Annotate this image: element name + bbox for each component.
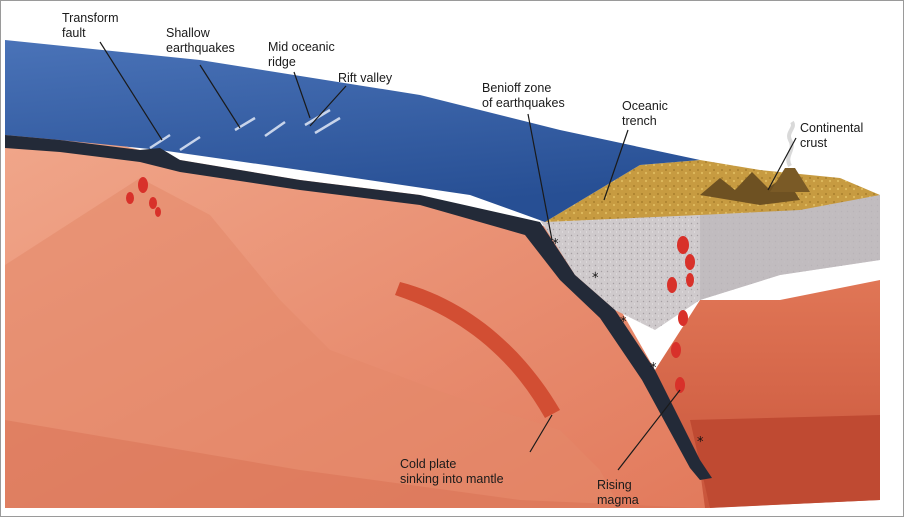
label-benioff-zone-l2: of earthquakes (482, 96, 565, 110)
svg-text:*: * (552, 237, 559, 252)
label-shallow-earthquakes-l2: earthquakes (166, 41, 235, 55)
label-benioff-zone: Benioff zone of earthquakes (482, 81, 565, 110)
svg-text:*: * (620, 315, 627, 330)
label-transform-fault-l2: fault (62, 26, 86, 40)
label-rising-magma: Rising magma (597, 478, 639, 507)
label-continental-crust: Continental crust (800, 121, 867, 150)
label-rift-valley-l1: Rift valley (338, 71, 393, 85)
label-transform-fault-l1: Transform (62, 11, 119, 25)
svg-text:*: * (650, 361, 657, 376)
svg-text:*: * (697, 435, 704, 450)
label-rising-magma-l2: magma (597, 493, 639, 507)
label-cold-plate-l1: Cold plate (400, 457, 456, 471)
label-mid-oceanic-ridge: Mid oceanic ridge (268, 40, 338, 69)
label-shallow-earthquakes-l1: Shallow (166, 26, 211, 40)
label-oceanic-trench: Oceanic trench (622, 99, 671, 128)
label-oceanic-trench-l1: Oceanic (622, 99, 668, 113)
label-oceanic-trench-l2: trench (622, 114, 657, 128)
label-cold-plate-l2: sinking into mantle (400, 472, 504, 486)
label-continental-crust-l1: Continental (800, 121, 863, 135)
label-mid-oceanic-ridge-l2: ridge (268, 55, 296, 69)
label-rising-magma-l1: Rising (597, 478, 632, 492)
label-mid-oceanic-ridge-l1: Mid oceanic (268, 40, 335, 54)
label-rift-valley: Rift valley (338, 71, 393, 85)
label-transform-fault: Transform fault (62, 11, 122, 40)
label-benioff-zone-l1: Benioff zone (482, 81, 551, 95)
label-shallow-earthquakes: Shallow earthquakes (166, 26, 235, 55)
continent-side-band (690, 415, 880, 508)
label-continental-crust-l2: crust (800, 136, 828, 150)
svg-text:*: * (592, 271, 599, 286)
